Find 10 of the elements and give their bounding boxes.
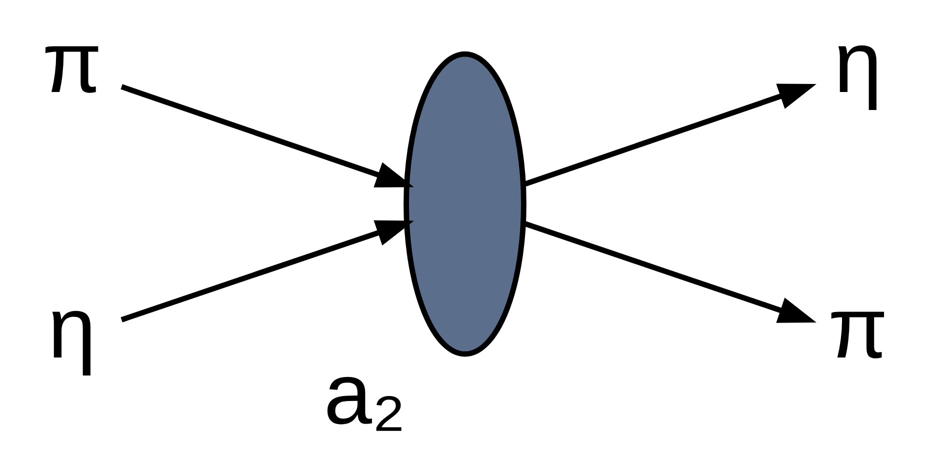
arrow bbox=[522, 84, 816, 188]
arrow bbox=[120, 84, 414, 188]
node-text: η bbox=[48, 279, 96, 376]
arrow bbox=[120, 220, 414, 322]
arrow bbox=[522, 220, 816, 323]
node-ellipse bbox=[404, 51, 526, 357]
node-text: π bbox=[828, 279, 888, 376]
node-text: π bbox=[42, 14, 102, 111]
node-label: a₂ bbox=[324, 345, 406, 442]
node-text: η bbox=[834, 14, 882, 111]
